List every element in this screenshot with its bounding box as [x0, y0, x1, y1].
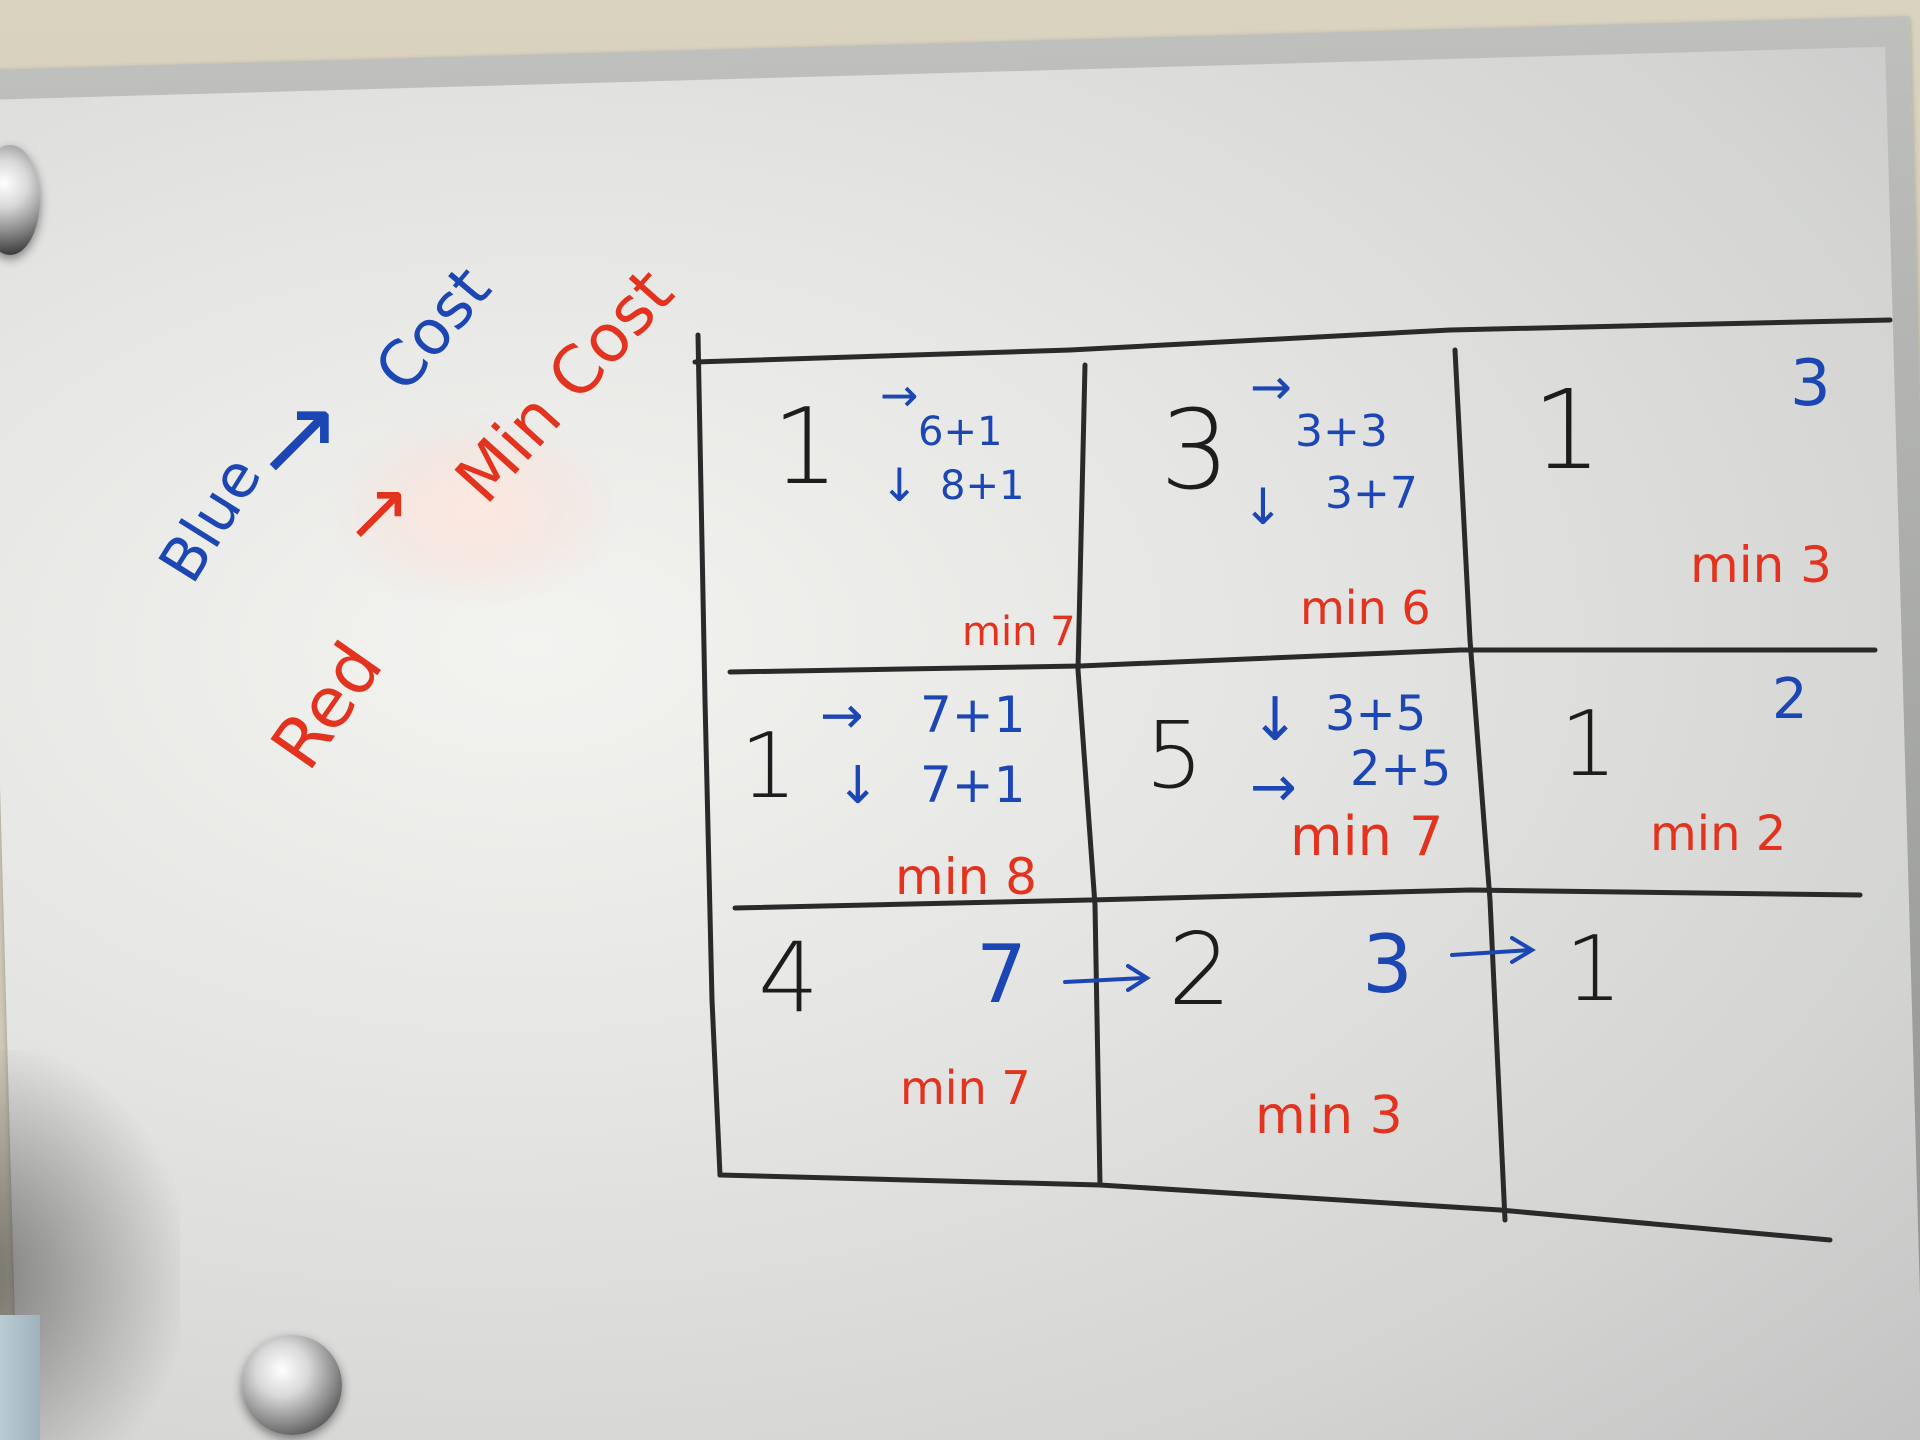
cell-r1c2-value: 1: [1560, 692, 1618, 797]
cell-r2c0-min: min 7: [900, 1061, 1031, 1115]
r1c1-right-arrow-icon: →: [1250, 755, 1297, 820]
legend-red-arrow: ↗: [345, 465, 413, 558]
cell-r1c0-right-note: 7+1: [920, 686, 1026, 744]
box-corner: [0, 1315, 40, 1440]
cell-r0c2-value: 1: [1532, 366, 1602, 494]
r0c1-down-arrow-icon: ↓: [1242, 478, 1284, 536]
r0c0-down-arrow-icon: ↓: [880, 458, 919, 512]
cell-r1c1-value: 5: [1145, 702, 1204, 809]
cell-r1c0-down-note: 7+1: [920, 756, 1026, 814]
r0c0-right-arrow-icon: →: [880, 368, 919, 422]
cell-r1c1-right-note: 2+5: [1350, 741, 1452, 797]
cell-r2c0-cost: 7: [976, 928, 1027, 1021]
r0c1-right-arrow-icon: →: [1250, 358, 1292, 416]
cell-r1c1-down-note: 3+5: [1325, 686, 1427, 742]
cell-r0c0-min: min 7: [962, 609, 1076, 655]
cell-r0c0-down-note: 8+1: [940, 463, 1025, 509]
magnet-bottom: [242, 1335, 342, 1435]
legend-blue-arrow: ↗: [255, 376, 343, 498]
cell-r2c0-value: 4: [758, 922, 820, 1034]
cell-r0c0-value: 1: [772, 386, 839, 508]
cell-r0c0-right-note: 6+1: [918, 409, 1003, 455]
cell-r0c2-min: min 3: [1690, 536, 1832, 594]
cell-r2c1-cost: 3: [1362, 918, 1413, 1011]
cell-r2c2-value: 1: [1565, 917, 1623, 1022]
cell-r0c1-down-note: 3+7: [1325, 468, 1418, 519]
r1c1-down-arrow-icon: ↓: [1250, 685, 1301, 755]
cell-r0c1-value: 3: [1160, 386, 1230, 514]
cell-r2c1-value: 2: [1168, 911, 1232, 1028]
r1c0-down-arrow-icon: ↓: [836, 756, 880, 816]
cell-r0c1-min: min 6: [1300, 581, 1431, 635]
cell-r2c1-min: min 3: [1255, 1086, 1403, 1146]
cell-r1c1-min: min 7: [1290, 805, 1444, 868]
cell-r1c0-value: 1: [740, 714, 798, 819]
cell-r1c0-min: min 8: [895, 848, 1037, 906]
cell-r1c2-cost: 2: [1772, 667, 1808, 732]
r1c0-right-arrow-icon: →: [820, 686, 864, 746]
cell-r0c2-cost: 3: [1790, 347, 1831, 421]
cell-r0c1-right-note: 3+3: [1295, 406, 1388, 457]
light-glare: [340, 420, 610, 600]
cell-r1c2-min: min 2: [1650, 806, 1787, 862]
